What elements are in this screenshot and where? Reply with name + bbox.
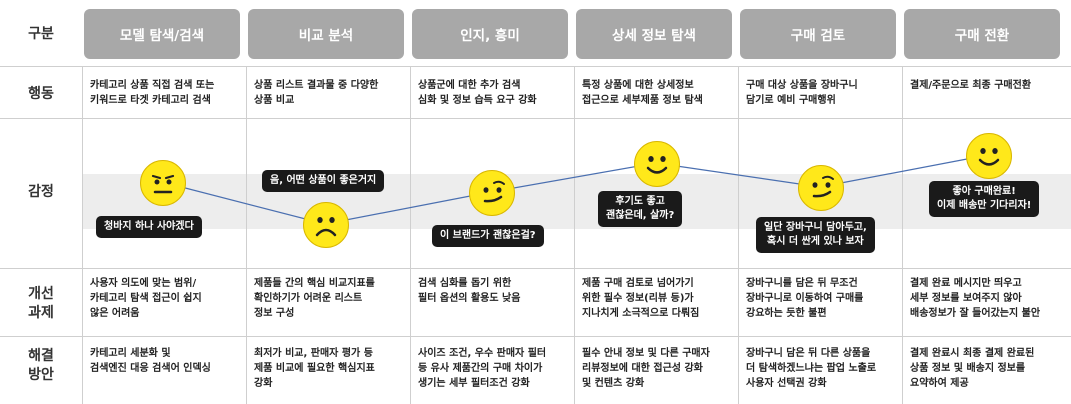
solution-text-6: 결제 완료시 최종 결제 완료된 상품 정보 및 배송지 정보를 요약하여 제공 (910, 348, 1035, 389)
row-label-problem-2: 과제 (28, 305, 54, 321)
row-label-stage: 구분 (28, 26, 54, 42)
happy-face-icon (634, 141, 680, 187)
emotion-bubble-1: 청바지 하나 사야겠다 (96, 216, 202, 238)
column-divider (246, 66, 247, 404)
row-divider (0, 118, 1071, 119)
emotion-bubble-6: 좋아 구매완료! 이제 배송만 기다리자! (929, 181, 1040, 217)
solution-text-5: 장바구니 담은 뒤 다른 상품을 더 탐색하겠느냐는 팝업 노출로 사용자 선택… (746, 348, 877, 389)
action-text-1: 카테고리 상품 직접 검색 또는 키워드로 타겟 카테고리 검색 (90, 80, 215, 106)
row-divider (0, 66, 1071, 67)
column-divider (902, 66, 903, 404)
action-text-2: 상품 리스트 결과물 중 다양한 상품 비교 (254, 80, 379, 106)
happy-face-icon (966, 133, 1012, 179)
row-divider (0, 336, 1071, 337)
smirk-face-icon (469, 170, 515, 216)
action-text-4: 특정 상품에 대한 상세정보 접근으로 세부제품 정보 탐색 (582, 80, 703, 106)
problem-text-4: 제품 구매 검토로 넘어가기 위한 필수 정보(리뷰 등)가 지나치게 소극적으… (582, 278, 700, 319)
solution-text-2: 최저가 비교, 판매자 평가 등 제품 비교에 필요한 핵심지표 강화 (254, 348, 375, 389)
stage-header-6: 구매 전환 (904, 9, 1060, 59)
problem-text-2: 제품들 간의 핵심 비교지표를 확인하기가 어려운 리스트 정보 구성 (254, 278, 375, 319)
action-text-5: 구매 대상 상품을 장바구니 담기로 예비 구매행위 (746, 80, 858, 106)
emotion-bubble-2: 음, 어떤 상품이 좋은거지 (262, 170, 385, 192)
sad-face-icon (303, 202, 349, 248)
emotion-bubble-3: 이 브랜드가 괜찮은걸? (432, 225, 544, 247)
row-label-emotion: 감정 (28, 184, 54, 200)
stage-header-1: 모델 탐색/검색 (84, 9, 240, 59)
neutral-face-icon (140, 160, 186, 206)
column-divider (574, 66, 575, 404)
problem-text-6: 결제 완료 메시지만 띄우고 세부 정보를 보여주지 않아 배송정보가 잘 들어… (910, 278, 1041, 319)
stage-header-5: 구매 검토 (740, 9, 896, 59)
problem-text-3: 검색 심화를 돕기 위한 필터 옵션의 활용도 낮음 (418, 278, 521, 304)
emotion-bubble-5: 일단 장바구니 담아두고, 혹시 더 싼게 있나 보자 (756, 217, 875, 253)
solution-text-4: 필수 안내 정보 및 다른 구매자 리뷰정보에 대한 접근성 강화 및 컨텐츠 … (582, 348, 710, 389)
column-divider (738, 66, 739, 404)
column-divider (410, 66, 411, 404)
row-label-solution-1: 해결 (28, 348, 54, 364)
solution-text-1: 카테고리 세분화 및 검색엔진 대응 검색어 인덱싱 (90, 348, 211, 374)
row-label-action: 행동 (28, 86, 54, 102)
row-divider (0, 268, 1071, 269)
column-divider (82, 66, 83, 404)
emotion-bubble-4: 후기도 좋고 괜찮은데, 살까? (598, 191, 683, 227)
solution-text-3: 사이즈 조건, 우수 판매자 필터 등 유사 제품간의 구매 차이가 생기는 세… (418, 348, 547, 389)
row-label-solution-2: 방안 (28, 367, 54, 383)
action-text-3: 상품군에 대한 추가 검색 심화 및 정보 습득 요구 강화 (418, 80, 537, 106)
stage-header-3: 인지, 흥미 (412, 9, 568, 59)
problem-text-1: 사용자 의도에 맞는 범위/ 카테고리 탐색 접근이 쉽지 않은 어려움 (90, 278, 202, 319)
smirk-face-icon (798, 165, 844, 211)
problem-text-5: 장바구니를 담은 뒤 무조건 장바구니로 이동하여 구매를 강요하는 듯한 불편 (746, 278, 864, 319)
action-text-6: 결제/주문으로 최종 구매전환 (910, 80, 1032, 91)
stage-header-4: 상세 정보 탐색 (576, 9, 732, 59)
row-label-problem-1: 개선 (28, 286, 54, 302)
stage-header-2: 비교 분석 (248, 9, 404, 59)
